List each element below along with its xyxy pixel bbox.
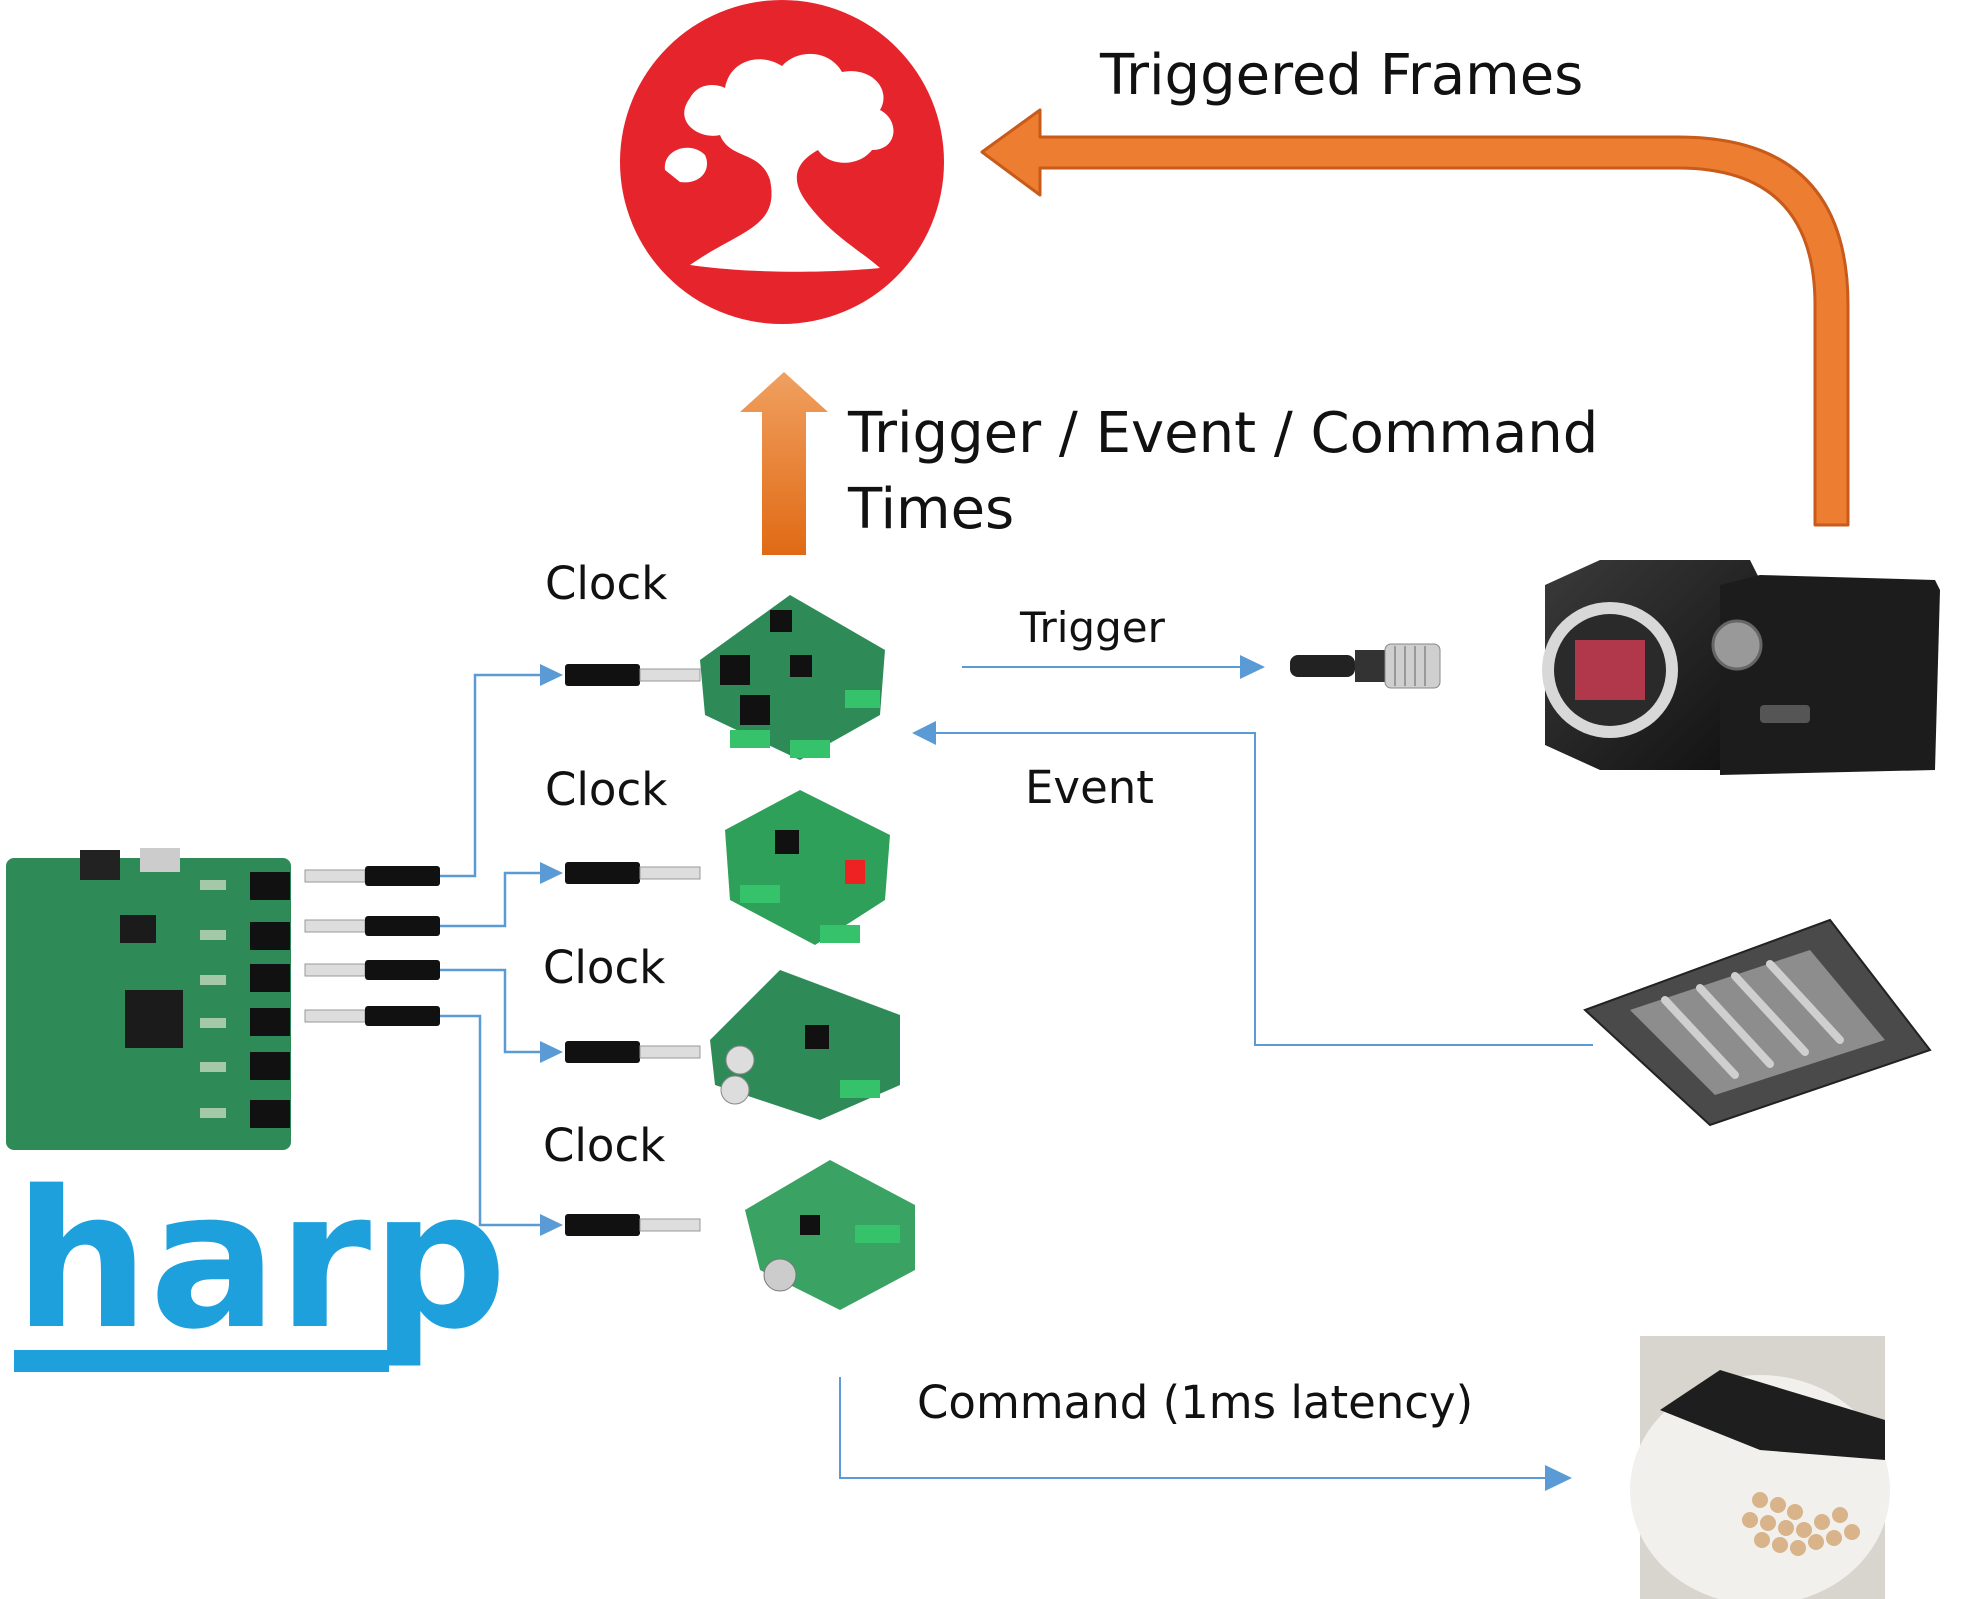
- audio-jack-icon: [304, 1006, 440, 1026]
- feeder-icon: [1583, 918, 1932, 1127]
- audio-jack-icon: [304, 916, 440, 936]
- clock-label-2: Clock: [545, 763, 668, 816]
- audio-jack-icon: [565, 862, 701, 884]
- harp-device-board-2: [725, 790, 890, 945]
- pellet-dispenser-icon: [1630, 1336, 1890, 1599]
- harp-device-board-4: [745, 1160, 915, 1310]
- audio-jack-icon: [304, 960, 440, 980]
- hub-jacks: [304, 866, 440, 1026]
- clock-label-1: Clock: [545, 557, 668, 610]
- times-up-arrow: [740, 372, 828, 555]
- event-line: [936, 732, 1593, 1046]
- command-label: Command (1ms latency): [917, 1376, 1474, 1429]
- clock-lines: [440, 673, 540, 1227]
- trigger-label: Trigger: [1020, 603, 1165, 652]
- audio-jack-icon: [565, 664, 701, 686]
- device-jacks: [565, 664, 701, 1236]
- event-arrowhead: [912, 721, 936, 745]
- audio-jack-icon: [304, 866, 440, 886]
- clock-label-3: Clock: [543, 941, 666, 994]
- command-arrowhead: [1545, 1465, 1572, 1491]
- clock-sync-board: [6, 848, 291, 1150]
- triggered-frames-arrow: [980, 108, 1850, 527]
- clock-arrowheads: [540, 664, 563, 1236]
- triggered-frames-label: Triggered Frames: [1100, 43, 1584, 108]
- trigger-arrowhead: [1240, 655, 1265, 679]
- clock-label-4: Clock: [543, 1119, 666, 1172]
- audio-jack-icon: [565, 1214, 701, 1236]
- event-label: Event: [1025, 761, 1154, 814]
- times-label-line1: Trigger / Event / Command: [848, 401, 1599, 466]
- bonsai-logo-icon: [620, 0, 944, 324]
- times-label-line2: Times: [848, 477, 1015, 542]
- camera-icon: [1542, 560, 1940, 775]
- audio-jack-icon: [565, 1041, 701, 1063]
- harp-device-board-3: [710, 970, 900, 1120]
- command-line: [839, 1377, 1545, 1479]
- circular-connector-icon: [1290, 643, 1441, 689]
- harp-logo-icon: harp: [14, 1150, 507, 1372]
- svg-text:harp: harp: [14, 1150, 507, 1371]
- harp-device-board-1: [700, 595, 885, 760]
